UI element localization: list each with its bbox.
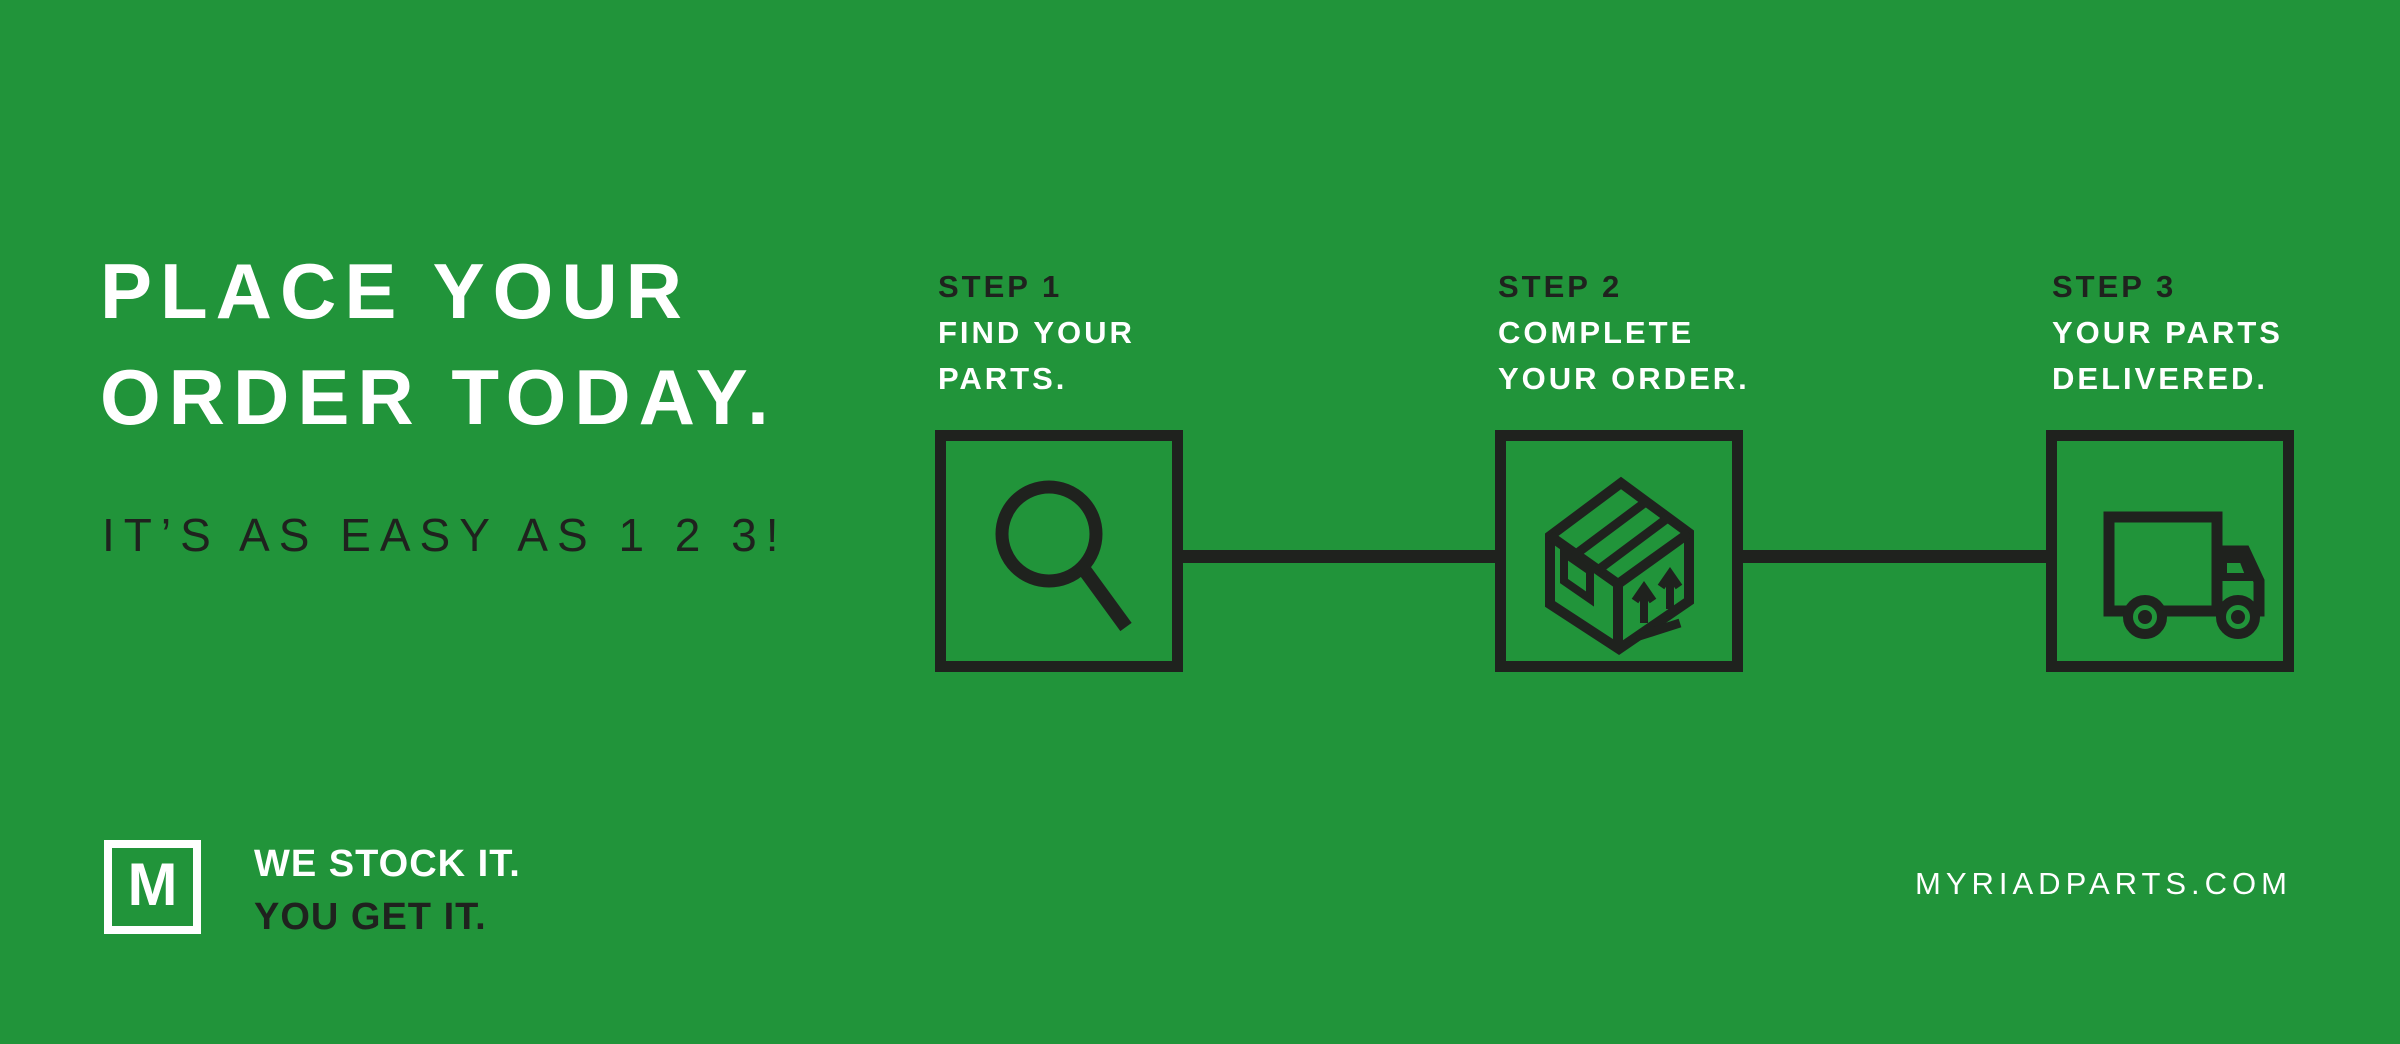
headline-line-2: ORDER TODAY. [100,353,777,441]
subtitle: IT’S AS EASY AS 1 2 3! [102,509,788,561]
step-3-text-line-1: YOUR PARTS [2052,315,2283,350]
brand-tagline: WE STOCK IT. YOU GET IT. [254,838,521,944]
step-3-text-line-2: DELIVERED. [2052,361,2269,396]
website-url: MYRIADPARTS.COM [1915,866,2292,901]
step-1-text-line-1: FIND YOUR [938,315,1135,350]
search-icon [995,480,1132,632]
brand-logo: M [104,840,201,934]
step-1-box [935,430,1183,672]
tagline-line-1: WE STOCK IT. [254,843,521,885]
step-2-text-line-1: COMPLETE [1498,315,1695,350]
step-3-box [2046,430,2294,672]
step-3-label: STEP 3 YOUR PARTS DELIVERED. [2052,264,2283,402]
connector-line-1 [1183,550,1497,563]
step-3-number: STEP 3 [2052,269,2177,304]
step-2-text-line-2: YOUR ORDER. [1498,361,1750,396]
page-title: PLACE YOUR ORDER TODAY. [100,238,777,450]
step-2-label: STEP 2 COMPLETE YOUR ORDER. [1498,264,1750,402]
step-1-number: STEP 1 [938,269,1063,304]
connector-line-2 [1743,550,2050,563]
step-1-text-line-2: PARTS. [938,361,1068,396]
logo-m-letter: M [127,851,178,918]
step-2-box [1495,430,1743,672]
truck-icon [2103,511,2265,639]
tagline-line-2: YOU GET IT. [254,896,487,938]
step-1-label: STEP 1 FIND YOUR PARTS. [938,264,1135,402]
headline-line-1: PLACE YOUR [100,247,690,335]
step-2-number: STEP 2 [1498,269,1623,304]
package-icon [1545,476,1694,656]
